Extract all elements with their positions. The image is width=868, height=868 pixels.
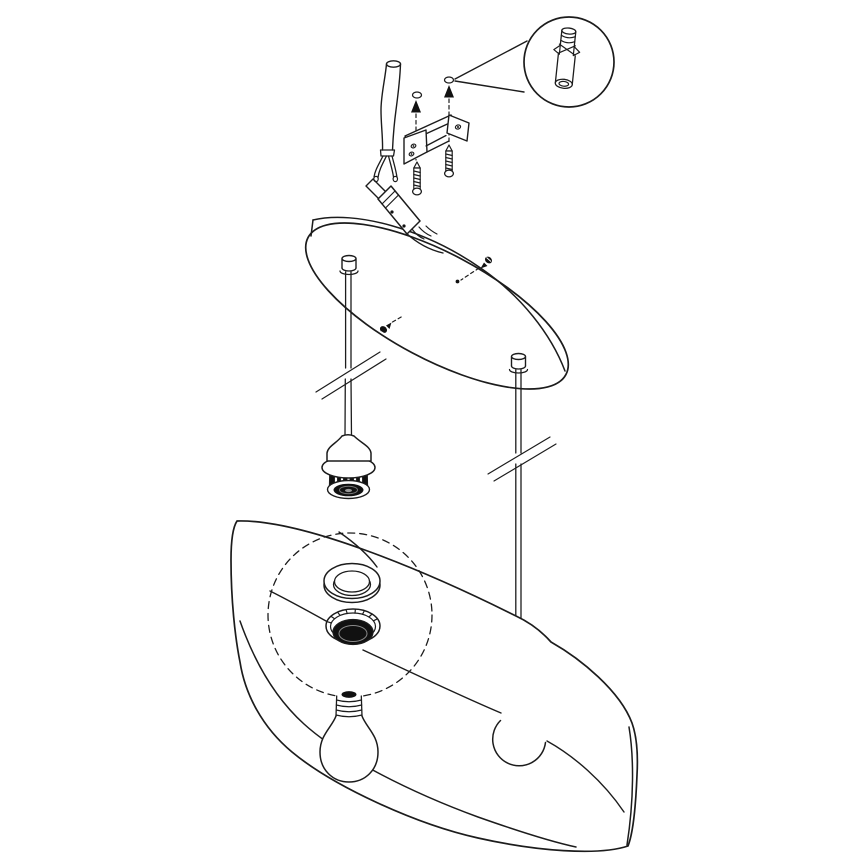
screw-icon bbox=[455, 256, 493, 284]
screw-icon bbox=[411, 161, 423, 196]
mains-cable bbox=[373, 60, 402, 183]
shade-seam bbox=[338, 531, 378, 568]
arrow-up-icon bbox=[444, 85, 454, 98]
detail-circle bbox=[267, 532, 433, 698]
lamp-socket bbox=[321, 434, 376, 500]
shade-seam bbox=[362, 649, 502, 714]
shade-seam bbox=[269, 590, 327, 622]
bulb-cap bbox=[341, 691, 357, 698]
shade bbox=[230, 520, 639, 853]
break-marks bbox=[315, 351, 387, 400]
cable-gland bbox=[365, 178, 444, 254]
break-marks bbox=[487, 436, 557, 482]
lower-ring bbox=[325, 608, 381, 646]
wall-anchor-callout bbox=[523, 16, 615, 108]
callout-pointer bbox=[454, 40, 528, 93]
plate-screws bbox=[379, 256, 493, 335]
mounting-screws bbox=[411, 144, 455, 196]
suspension-left bbox=[315, 254, 387, 437]
drill-holes bbox=[411, 76, 455, 99]
bulb-threads bbox=[335, 699, 363, 718]
suspension-right bbox=[487, 352, 557, 621]
ceiling-plate bbox=[304, 216, 570, 390]
bulb-right bbox=[491, 712, 547, 767]
arrow-up-icon bbox=[411, 100, 421, 113]
screw-icon bbox=[443, 144, 455, 178]
wall-anchor-icon bbox=[553, 27, 581, 90]
screw-icon bbox=[379, 315, 403, 335]
upper-ring bbox=[323, 562, 381, 604]
shade-seam bbox=[546, 740, 625, 813]
mounting-bracket bbox=[403, 114, 470, 165]
plate-rim bbox=[312, 216, 566, 372]
bulb-left bbox=[319, 691, 379, 783]
shade-right-fold bbox=[626, 726, 634, 846]
